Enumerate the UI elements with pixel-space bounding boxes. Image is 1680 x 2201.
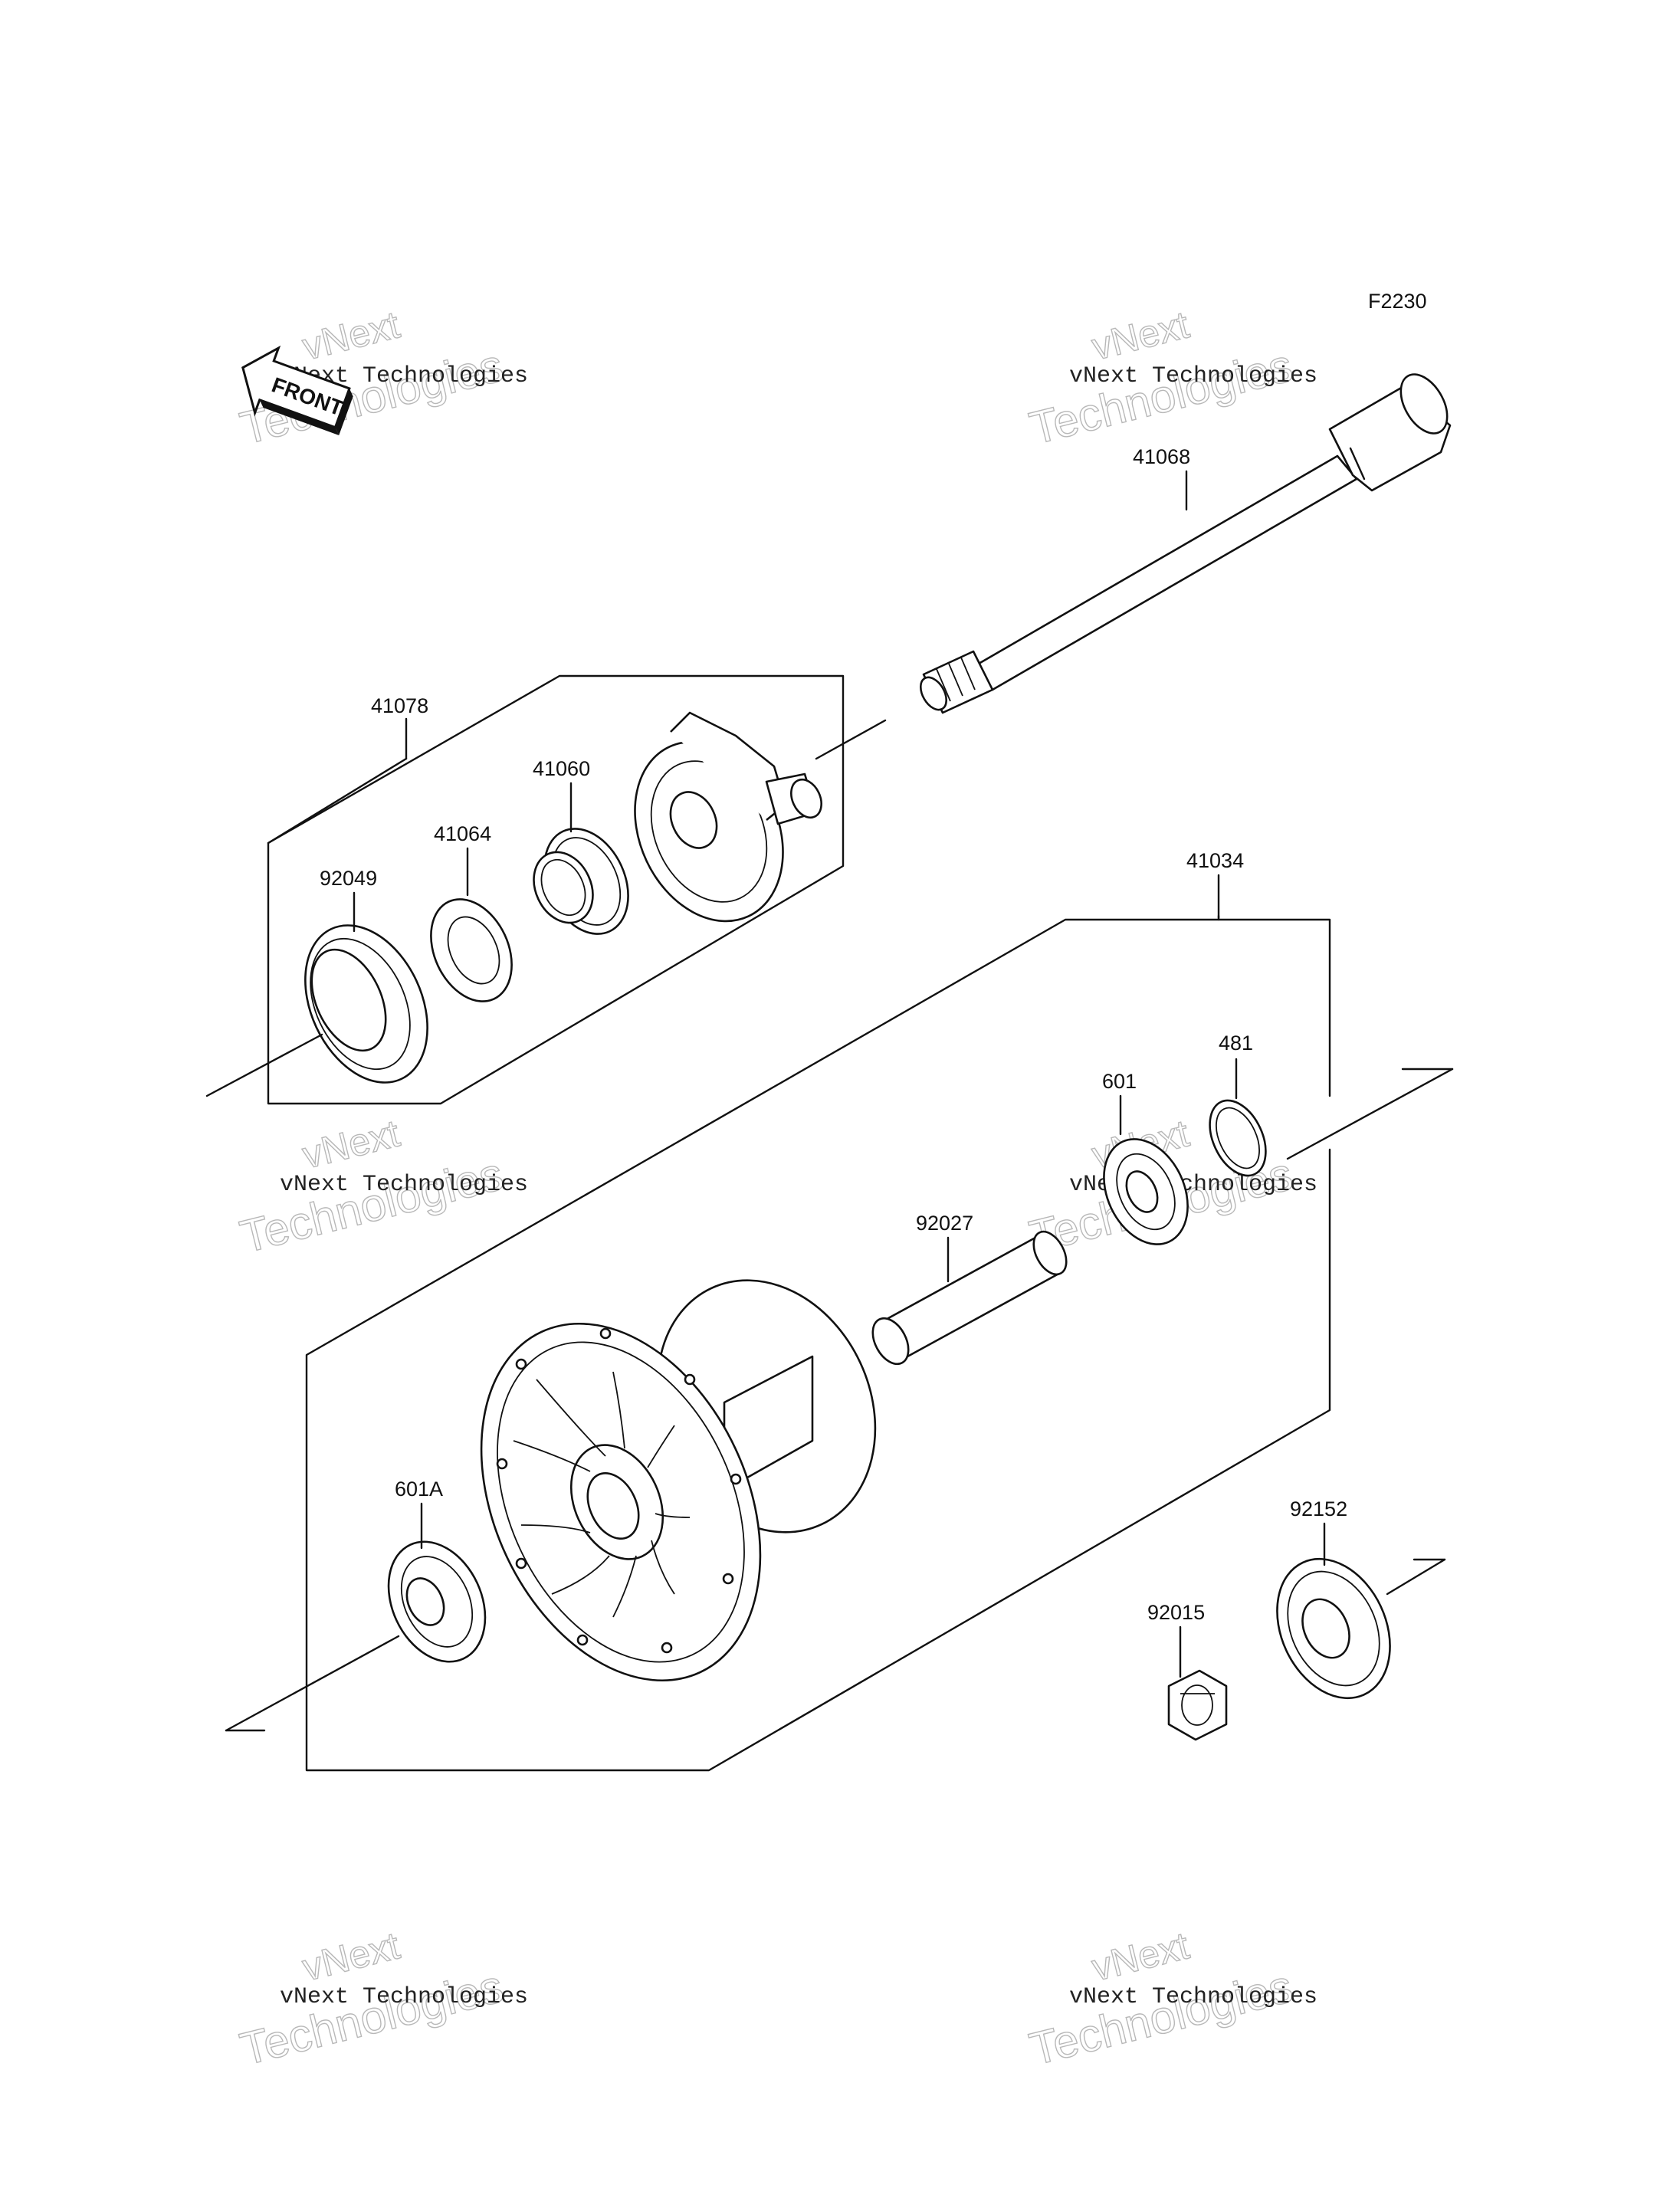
circlip [1209, 1099, 1267, 1177]
svg-text:vNext: vNext [1088, 1924, 1193, 1989]
spacer [871, 1230, 1068, 1366]
part-label-bearing-right: 601 [1102, 1070, 1137, 1093]
part-label-hub-assy: 41034 [1186, 849, 1244, 872]
part-label-collar: 92152 [1290, 1497, 1347, 1520]
svg-text:Technologies: Technologies [235, 1148, 508, 1263]
part-label-gear: 41060 [533, 757, 590, 780]
svg-text:Technologies: Technologies [1025, 339, 1298, 454]
svg-text:vNext Technologies: vNext Technologies [1069, 363, 1317, 389]
svg-text:vNext Technologies: vNext Technologies [280, 1172, 528, 1198]
gear [533, 828, 629, 935]
svg-text:Technologies: Technologies [1025, 1960, 1298, 2075]
seal [304, 924, 428, 1084]
bearing-right [1103, 1138, 1189, 1245]
gear-housing [634, 711, 822, 923]
bearing-left [387, 1540, 487, 1663]
svg-text:vNext: vNext [298, 1924, 404, 1989]
part-label-circlip: 481 [1219, 1032, 1253, 1055]
svg-text:vNext Technologies: vNext Technologies [280, 1984, 528, 2010]
watermark-mid-left: vNext Technologies vNext Technologies [235, 1111, 528, 1264]
svg-text:vNext: vNext [298, 1111, 404, 1176]
svg-text:Technologies: Technologies [235, 1960, 508, 2075]
nut [1167, 1669, 1228, 1741]
part-label-plate: 41064 [434, 822, 491, 845]
part-label-axle: 41068 [1133, 445, 1190, 468]
watermark-bottom-right: vNext Technologies vNext Technologies [1024, 1924, 1317, 2076]
watermark-top-right: vNext Technologies vNext Technologies [1024, 303, 1317, 455]
part-label-gear-housing-assy: 41078 [371, 694, 428, 717]
svg-text:vNext: vNext [298, 303, 404, 368]
part-label-bearing-left: 601A [395, 1478, 443, 1501]
hub [480, 1279, 877, 1682]
collar [1276, 1557, 1391, 1700]
diagram-code: F2230 [1368, 290, 1427, 313]
part-label-spacer: 92027 [916, 1212, 973, 1235]
gear-housing-box [267, 674, 845, 1105]
axle [815, 373, 1452, 760]
part-label-nut: 92015 [1147, 1601, 1205, 1624]
svg-text:vNext Technologies: vNext Technologies [1069, 1984, 1317, 2010]
svg-text:vNext: vNext [1088, 303, 1193, 368]
part-label-seal: 92049 [320, 867, 377, 890]
plate [430, 898, 513, 1002]
hub-box [305, 918, 1331, 1772]
watermark-bottom-left: vNext Technologies vNext Technologies [235, 1924, 528, 2076]
